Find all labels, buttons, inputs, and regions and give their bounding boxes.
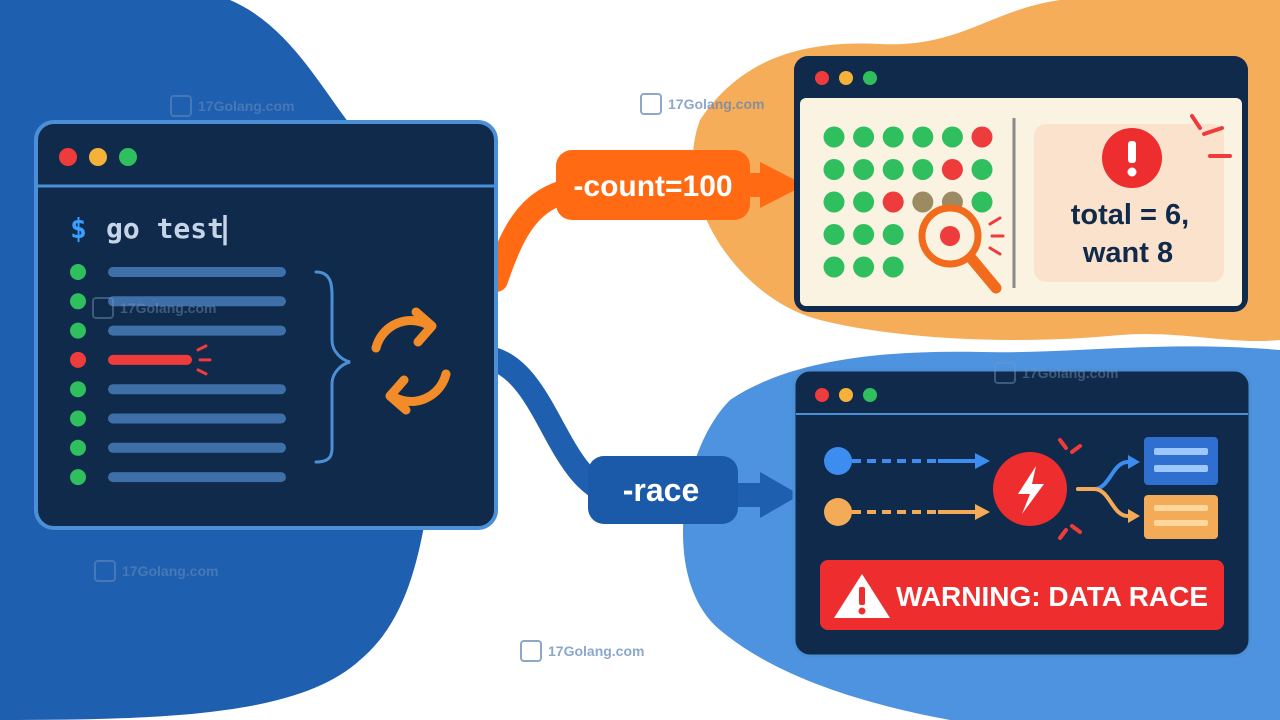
- pass-status-dot: [70, 381, 86, 398]
- test-run-dot: [882, 191, 904, 213]
- test-run-dot: [912, 126, 934, 148]
- test-run-dot: [882, 126, 904, 148]
- pass-status-dot: [70, 293, 86, 310]
- fail-status-dot: [70, 351, 86, 368]
- terminal-prompt: $: [70, 212, 87, 245]
- maximize-dot[interactable]: [119, 148, 137, 166]
- minimize-dot[interactable]: [89, 148, 107, 166]
- goroutine-b-line: [824, 498, 990, 526]
- terminal-result-rows: [70, 264, 286, 486]
- test-run-dot: [971, 191, 993, 213]
- rerun-cycle-icon: [371, 307, 451, 415]
- pass-status-dot: [70, 264, 86, 280]
- test-output-line: [108, 267, 286, 277]
- orange-arrowhead: [760, 162, 805, 208]
- pass-status-dot: [70, 322, 86, 339]
- test-run-dot: [853, 224, 875, 245]
- minimize-dot[interactable]: [839, 71, 853, 85]
- test-run-dot: [882, 256, 904, 278]
- terminal-cursor: |: [216, 211, 234, 246]
- close-dot[interactable]: [59, 148, 77, 166]
- test-run-dot: [882, 159, 904, 180]
- test-run-dot: [823, 159, 845, 180]
- warning-banner: [820, 560, 1224, 630]
- test-run-dot: [823, 256, 845, 278]
- test-run-dot: [882, 224, 904, 245]
- maximize-dot[interactable]: [863, 388, 877, 402]
- pass-status-dot: [70, 469, 86, 486]
- test-output-line: [108, 296, 286, 307]
- lightning-icon: [1018, 466, 1044, 514]
- goroutine-a-line: [824, 447, 990, 475]
- test-run-dot: [853, 126, 875, 148]
- close-dot[interactable]: [815, 388, 829, 402]
- test-run-dot: [912, 159, 934, 180]
- collision-spark-lines: [1058, 438, 1082, 540]
- test-run-dot: [823, 224, 845, 245]
- test-output-line: [108, 442, 286, 453]
- blue-arrowhead: [760, 472, 800, 518]
- memory-block-orange: [1144, 495, 1218, 539]
- test-output-line: [108, 384, 286, 395]
- magnifier-icon: [918, 204, 1005, 294]
- test-run-dot: [823, 191, 845, 213]
- count-flag-label: -count=100: [573, 170, 732, 203]
- test-run-dot: [971, 159, 993, 180]
- test-run-dot: [853, 256, 875, 278]
- test-run-dot: [853, 159, 875, 180]
- close-dot[interactable]: [815, 71, 829, 85]
- test-run-dot: [853, 191, 875, 213]
- fail-spark-line: [196, 368, 208, 376]
- pass-status-dot: [70, 410, 86, 427]
- terminal-command: go test: [106, 212, 224, 245]
- test-run-dot: [971, 126, 993, 148]
- race-flag-pill[interactable]: [588, 456, 738, 524]
- error-message-line1: total = 6,: [1071, 199, 1189, 231]
- test-run-dot: [941, 126, 963, 148]
- memory-block-blue: [1144, 437, 1218, 485]
- fail-spark-line: [196, 344, 208, 352]
- test-output-line: [108, 354, 192, 365]
- warning-text: WARNING: DATA RACE: [896, 581, 1208, 612]
- count-flag-pill[interactable]: [556, 150, 750, 220]
- pass-status-dot: [70, 439, 86, 456]
- test-output-line: [108, 472, 286, 483]
- terminal-frame: [34, 120, 498, 530]
- alert-burst-lines: [1190, 114, 1232, 158]
- error-message-line2: want 8: [1082, 237, 1173, 269]
- test-run-grid: [823, 126, 993, 278]
- test-run-dot: [912, 191, 934, 213]
- rows-bracket: [314, 270, 351, 464]
- race-flag-label: -race: [623, 472, 700, 508]
- test-run-dot: [941, 159, 963, 180]
- error-card: [1034, 124, 1224, 282]
- minimize-dot[interactable]: [839, 388, 853, 402]
- maximize-dot[interactable]: [863, 71, 877, 85]
- shared-memory-branch: [1076, 455, 1140, 523]
- test-output-line: [108, 325, 286, 336]
- test-output-line: [108, 413, 286, 424]
- test-run-dot: [823, 126, 845, 148]
